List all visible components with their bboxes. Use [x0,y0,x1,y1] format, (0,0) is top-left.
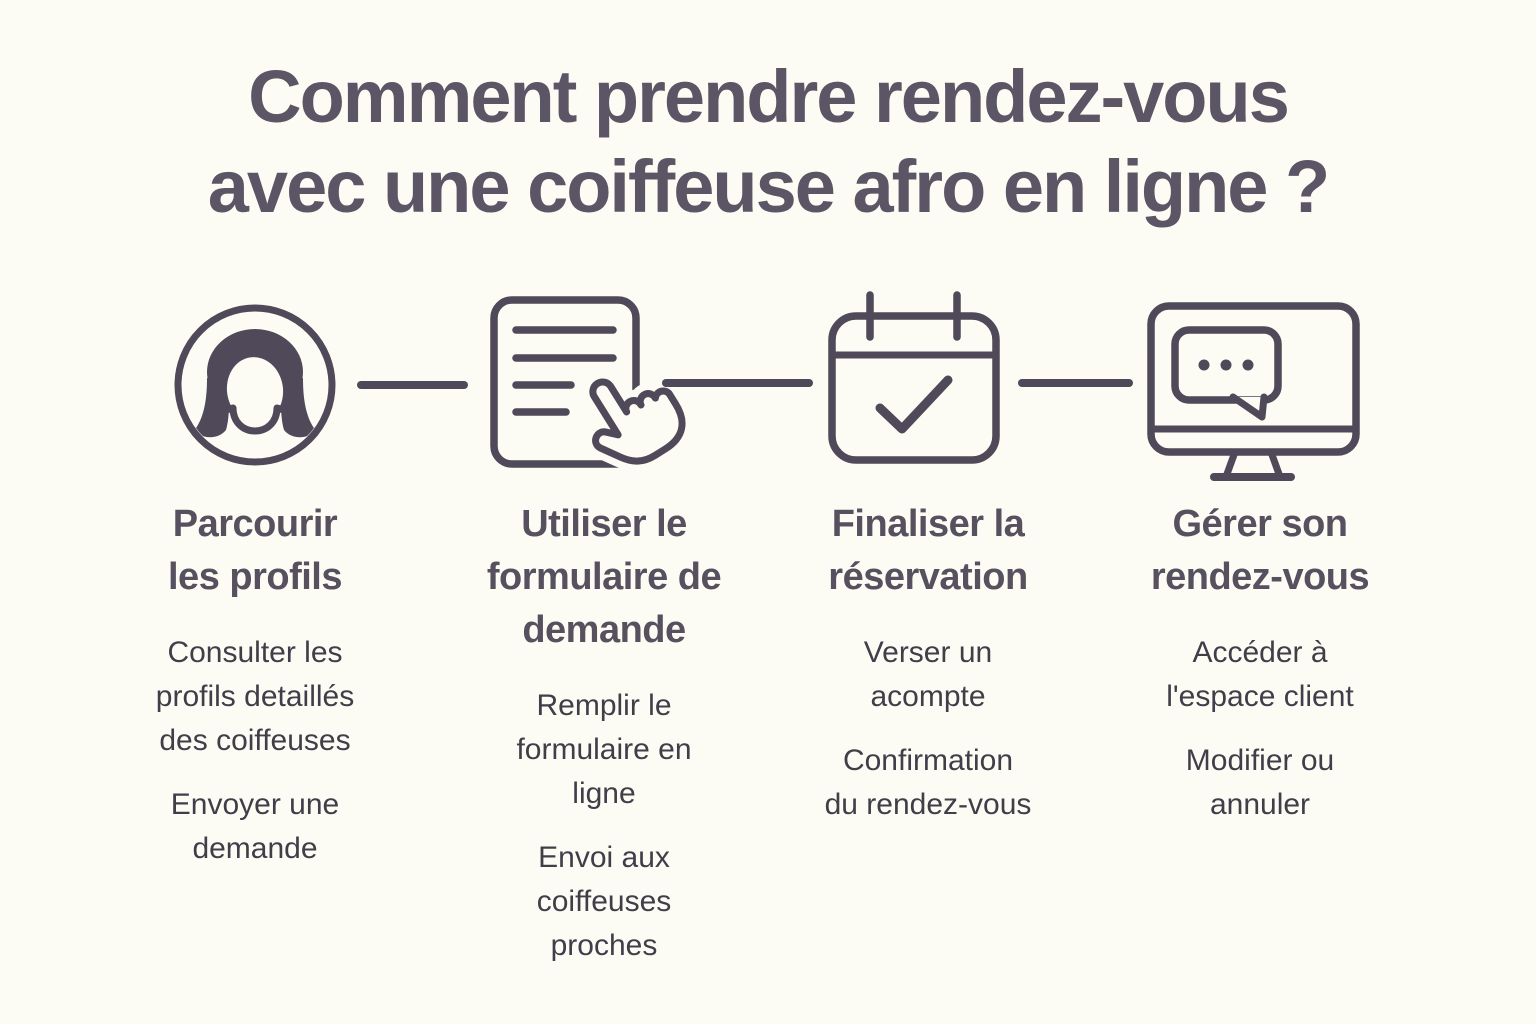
page-title: Comment prendre rendez-vous avec une coi… [207,55,1330,228]
step-point: Remplir le formulaire en ligne [516,689,692,810]
step-browse-profiles: Parcourir les profils Consulter les prof… [95,498,415,871]
calendar-check-icon [818,278,1038,503]
step-point: Envoi aux coiffeuses proches [536,841,672,962]
step-point: Consulter les profils detaillés des coif… [155,636,355,757]
step-use-request-form: Utiliser le formulaire de demande Rempli… [444,498,764,968]
monitor-chat-icon [1138,278,1378,503]
request-form-hand-icon [478,278,698,503]
step-point: Confirmation du rendez-vous [824,744,1032,821]
step-point: Accéder à l'espace client [1166,636,1354,713]
step-heading: Gérer son rendez-vous [1150,503,1370,598]
woman-avatar-icon [170,300,340,475]
step-heading: Utiliser le formulaire de demande [486,503,722,651]
step-finalize-booking: Finaliser la réservation Verser un acomp… [768,498,1088,827]
flow-connector [357,381,468,389]
step-point: Verser un acompte [863,636,993,713]
step-manage-appointment: Gérer son rendez-vous Accéder à l'espace… [1100,498,1420,827]
flow-connector [1018,379,1133,387]
step-heading: Parcourir les profils [168,503,343,598]
step-point: Modifier ou annuler [1185,744,1335,821]
flow-connector [662,379,813,387]
step-heading: Finaliser la réservation [828,503,1028,598]
step-point: Envoyer une demande [170,788,340,865]
